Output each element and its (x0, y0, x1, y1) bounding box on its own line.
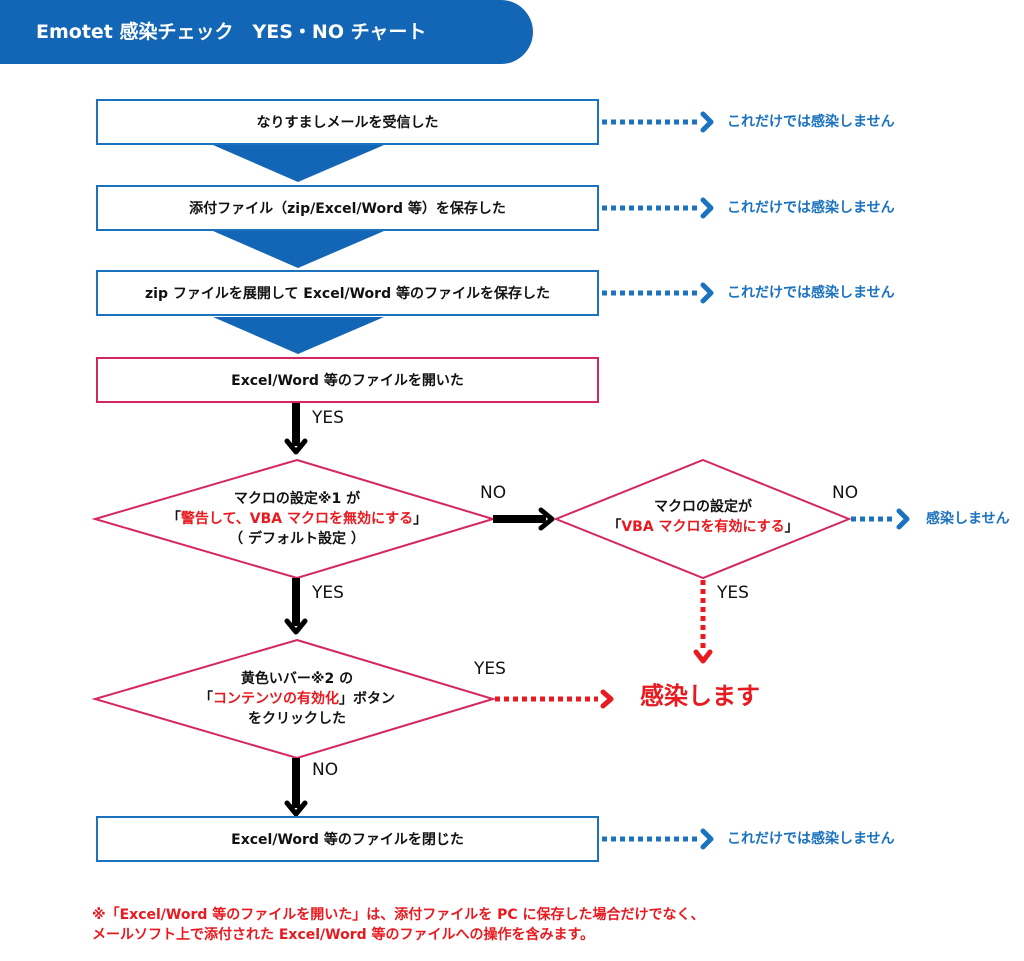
label-no-d2: NO (832, 483, 859, 503)
label-yes-d3: YES (474, 659, 506, 679)
decision-3-emphasis: コンテンツの有効化 (213, 691, 339, 707)
footnote: ※「Excel/Word 等のファイルを開いた」は、添付ファイルを PC に保存… (92, 905, 705, 945)
arrow-d1-to-d3 (284, 578, 308, 635)
diamond-macro-enabled (553, 458, 852, 580)
decision-3-line2: 「コンテンツの有効化」ボタン (199, 691, 395, 707)
arrow-s1-note (602, 111, 714, 133)
down-triangle-2 (213, 231, 384, 268)
arrow-d2-no-note (851, 508, 910, 530)
decision-macro-setting-text: マクロの設定※1 が 「警告して、VBA マクロを無効にする」 （ デフォルト設… (130, 489, 464, 549)
step-opened-file: Excel/Word 等のファイルを開いた (96, 357, 599, 403)
label-no-d1: NO (480, 483, 507, 503)
decision-1-line1: マクロの設定※1 が (233, 491, 361, 507)
arrow-s5-note (602, 828, 714, 850)
decision-2-line2: 「VBA マクロを有効にする」 (607, 519, 799, 535)
step-extracted-zip: zip ファイルを展開して Excel/Word 等のファイルを保存した (96, 270, 599, 316)
down-triangle-3 (213, 317, 384, 354)
result-infected: 感染します (640, 682, 760, 710)
decision-2-emphasis: VBA マクロを有効にする (621, 519, 785, 535)
decision-1-emphasis: 警告して、VBA マクロを無効にする (180, 511, 414, 527)
label-yes-d1: YES (312, 583, 344, 603)
label-yes-d2: YES (717, 583, 749, 603)
arrow-s2-note (602, 197, 714, 219)
arrow-d1-to-d2 (493, 507, 555, 531)
decision-macro-enabled-text: マクロの設定が 「VBA マクロを有効にする」 (582, 497, 824, 537)
arrow-s4-to-d1 (284, 402, 308, 455)
step-closed-file: Excel/Word 等のファイルを閉じた (96, 816, 599, 862)
footnote-line1: ※「Excel/Word 等のファイルを開いた」は、添付ファイルを PC に保存… (92, 907, 705, 923)
note-not-infected-1: これだけでは感染しません (727, 114, 895, 130)
arrow-d2-yes-red (693, 580, 713, 664)
chart-title: Emotet 感染チェック YES・NO チャート (0, 0, 533, 64)
label-yes-opened: YES (312, 408, 344, 428)
arrow-s3-note (602, 282, 714, 304)
note-no-infection: 感染しません (926, 511, 1010, 527)
down-triangle-1 (213, 145, 384, 182)
arrow-d3-yes-red (495, 689, 614, 709)
decision-3-line1: 黄色いバー※2 の (240, 671, 354, 687)
note-not-infected-5: これだけでは感染しません (727, 831, 895, 847)
decision-1-line2: 「警告して、VBA マクロを無効にする」 (166, 511, 428, 527)
label-no-d3: NO (312, 760, 339, 780)
decision-2-line1: マクロの設定が (654, 499, 752, 515)
arrow-d3-to-s5 (284, 758, 308, 817)
step-saved-attachment: 添付ファイル（zip/Excel/Word 等）を保存した (96, 185, 599, 231)
step-received-email: なりすましメールを受信した (96, 99, 599, 145)
decision-yellow-bar-text: 黄色いバー※2 の 「コンテンツの有効化」ボタン をクリックした (130, 669, 464, 729)
footnote-line2: メールソフト上で添付された Excel/Word 等のファイルへの操作を含みます… (92, 927, 595, 943)
decision-1-line3: （ デフォルト設定 ） (229, 531, 365, 547)
note-not-infected-2: これだけでは感染しません (727, 200, 895, 216)
decision-3-line3: をクリックした (248, 711, 346, 727)
note-not-infected-3: これだけでは感染しません (727, 285, 895, 301)
